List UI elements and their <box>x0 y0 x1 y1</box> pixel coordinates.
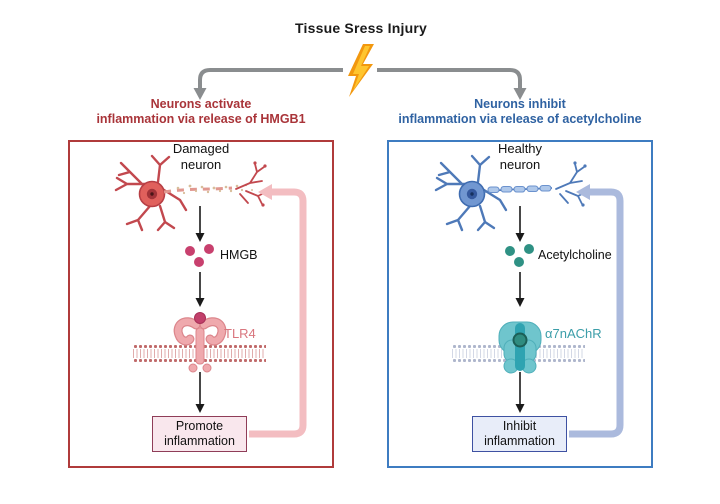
right-cell-membrane <box>452 344 585 363</box>
diagram-title: Tissue Sress Injury <box>295 20 427 36</box>
damaged-neuron-line1: Damaged <box>172 141 230 156</box>
left-heading-line1: Neurons activate <box>150 97 252 111</box>
left-cell-membrane <box>133 344 266 363</box>
acetylcholine-label: Acetylcholine <box>538 248 612 262</box>
inhibit-line1: Inhibit <box>502 419 537 433</box>
right-heading-line1: Neurons inhibit <box>474 97 566 111</box>
left-heading-line2: inflammation via release of HMGB1 <box>96 112 306 126</box>
left-branch-heading: Neurons activate inflammation via releas… <box>68 97 334 127</box>
branch-connector-right <box>377 68 527 100</box>
a7nachr-label: α7nAChR <box>545 326 602 341</box>
right-pathway-panel <box>387 140 653 468</box>
inhibit-line2: inflammation <box>484 434 555 448</box>
promote-line2: inflammation <box>164 434 235 448</box>
branch-connector-left <box>193 68 343 100</box>
healthy-neuron-line2: neuron <box>499 157 541 172</box>
right-branch-heading: Neurons inhibit inflammation via release… <box>387 97 653 127</box>
inhibit-inflammation-box: Inhibit inflammation <box>472 416 567 452</box>
hmgb-label: HMGB <box>220 248 258 262</box>
damaged-neuron-label: Damaged neuron <box>70 141 332 173</box>
promote-inflammation-box: Promote inflammation <box>152 416 247 452</box>
healthy-neuron-line1: Healthy <box>497 141 543 156</box>
lightning-bolt-icon <box>348 44 374 97</box>
right-heading-line2: inflammation via release of acetylcholin… <box>398 112 642 126</box>
promote-line1: Promote <box>175 419 224 433</box>
left-pathway-panel <box>68 140 334 468</box>
healthy-neuron-label: Healthy neuron <box>389 141 651 173</box>
tlr4-label: TLR4 <box>224 326 256 341</box>
damaged-neuron-line2: neuron <box>180 157 222 172</box>
